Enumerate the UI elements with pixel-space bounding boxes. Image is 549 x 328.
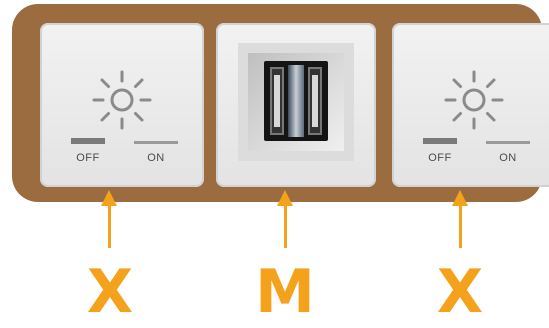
usb-tongue (274, 75, 280, 127)
off-label: OFF (428, 152, 452, 164)
on-bar (134, 141, 178, 144)
on-label: ON (499, 152, 517, 164)
on-indicator[interactable]: ON (132, 141, 180, 166)
label-middle: M (245, 260, 325, 324)
switch-state-row: OFF ON (64, 141, 180, 181)
usb-socket-plate (216, 23, 376, 187)
off-bar (423, 138, 457, 144)
usb-bezel (248, 53, 344, 151)
sun-icon (441, 67, 507, 133)
usb-slot-left[interactable] (270, 67, 284, 135)
usb-divider (288, 65, 304, 137)
usb-port[interactable] (264, 61, 328, 141)
usb-tongue (312, 75, 318, 127)
sun-icon (89, 67, 155, 133)
off-indicator[interactable]: OFF (64, 141, 112, 166)
off-label: OFF (76, 152, 100, 164)
usb-slot-right[interactable] (308, 67, 322, 135)
on-bar (486, 141, 530, 144)
on-indicator[interactable]: ON (484, 141, 532, 166)
light-switch-right[interactable]: OFF ON (392, 23, 549, 187)
off-bar (71, 138, 105, 144)
switch-panel-frame: OFF ON (12, 4, 542, 202)
off-indicator[interactable]: OFF (416, 141, 464, 166)
label-right: X (420, 260, 500, 324)
label-left: X (70, 260, 150, 324)
switch-state-row: OFF ON (416, 141, 532, 181)
on-label: ON (147, 152, 165, 164)
usb-recess (238, 43, 354, 161)
light-switch-left[interactable]: OFF ON (40, 23, 204, 187)
